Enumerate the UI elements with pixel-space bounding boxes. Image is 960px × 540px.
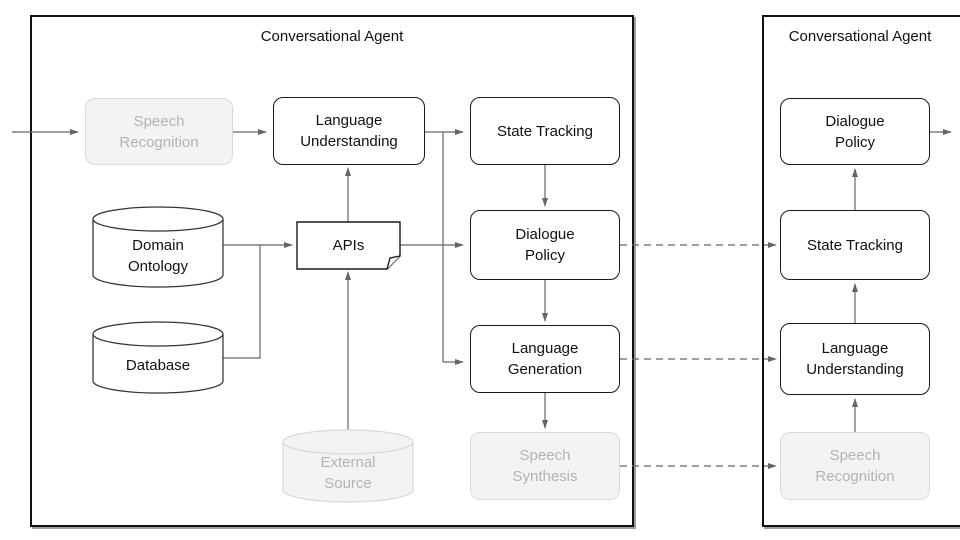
node-language-generation: Language Generation: [470, 325, 620, 393]
node-right-dialogue-policy: Dialogue Policy: [780, 98, 930, 165]
node-right-speech-recognition: Speech Recognition: [780, 432, 930, 500]
apis-note-shape: [296, 221, 401, 270]
node-right-state-tracking: State Tracking: [780, 210, 930, 280]
external-source-cylinder: [282, 429, 414, 503]
line-database-junction: [223, 245, 261, 359]
node-dialogue-policy: Dialogue Policy: [470, 210, 620, 280]
database-cylinder: [92, 321, 224, 394]
right-agent-title: Conversational Agent: [788, 28, 932, 45]
left-agent-title: Conversational Agent: [260, 28, 404, 45]
node-state-tracking: State Tracking: [470, 97, 620, 165]
node-speech-recognition: Speech Recognition: [85, 98, 233, 165]
node-language-understanding: Language Understanding: [273, 97, 425, 165]
left-agent-frame: [30, 15, 634, 527]
node-right-language-understanding: Language Understanding: [780, 323, 930, 395]
right-agent-frame: [762, 15, 960, 527]
domain-ontology-cylinder: [92, 206, 224, 288]
node-speech-synthesis: Speech Synthesis: [470, 432, 620, 500]
